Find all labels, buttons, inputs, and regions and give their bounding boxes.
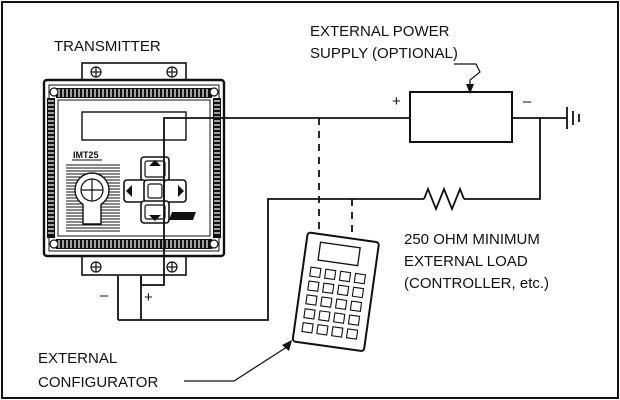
configurator-key: [349, 300, 363, 313]
configurator-pointer-line: [184, 344, 291, 382]
resistor-icon: [423, 186, 465, 212]
configurator-key: [331, 326, 344, 338]
lcd-display: [81, 111, 187, 141]
navigation-keypad-icon: [123, 156, 196, 224]
external-configurator: [291, 231, 380, 352]
screw-icon: [166, 66, 178, 78]
configurator-key: [332, 312, 346, 324]
supply-minus-label: –: [523, 93, 532, 110]
configurator-key: [307, 280, 320, 292]
screw-icon: [166, 261, 178, 273]
screw-icon: [90, 66, 102, 78]
terminal-minus-label: –: [100, 287, 109, 304]
configurator-label-line1: EXTERNAL: [38, 350, 117, 367]
configurator-key: [318, 310, 331, 322]
configurator-key: [323, 268, 337, 281]
load-label-line1: 250 OHM MINIMUM: [404, 231, 540, 248]
configurator-key: [353, 272, 367, 285]
configurator-key: [320, 296, 333, 308]
power-supply-label-line1: EXTERNAL POWER: [310, 23, 450, 40]
configurator-key: [305, 294, 318, 306]
wiring: [118, 107, 580, 321]
configurator-key: [301, 321, 314, 334]
terminal-block: – +: [100, 276, 153, 320]
external-power-supply: + –: [392, 63, 532, 143]
load-label-line3: (CONTROLLER, etc.): [404, 275, 549, 292]
transmitter: IMT25: [42, 62, 226, 276]
model-label: IMT25: [73, 150, 99, 160]
housing-ribs: [48, 89, 220, 248]
load-label-line2: EXTERNAL LOAD: [404, 253, 528, 270]
configurator-key: [345, 328, 359, 340]
terminal-plus-label: +: [144, 289, 153, 306]
screw-icon: [90, 261, 102, 273]
transmitter-label: TRANSMITTER: [54, 38, 161, 55]
keypad-icon: [301, 266, 367, 340]
configurator-key: [351, 286, 365, 299]
configurator-key: [336, 284, 350, 297]
configurator-key: [303, 308, 316, 320]
arrow-icon: [454, 63, 481, 92]
configurator-key: [309, 266, 322, 279]
ground-icon: [566, 107, 580, 129]
supply-plus-label: +: [392, 93, 401, 110]
configurator-label-line2: CONFIGURATOR: [38, 374, 158, 391]
configurator-key: [338, 270, 352, 283]
configurator-key: [334, 298, 348, 310]
configurator-key: [316, 324, 329, 336]
configurator-key: [322, 282, 335, 295]
configurator-key: [347, 314, 361, 326]
power-supply-label-line2: SUPPLY (OPTIONAL): [310, 45, 458, 62]
